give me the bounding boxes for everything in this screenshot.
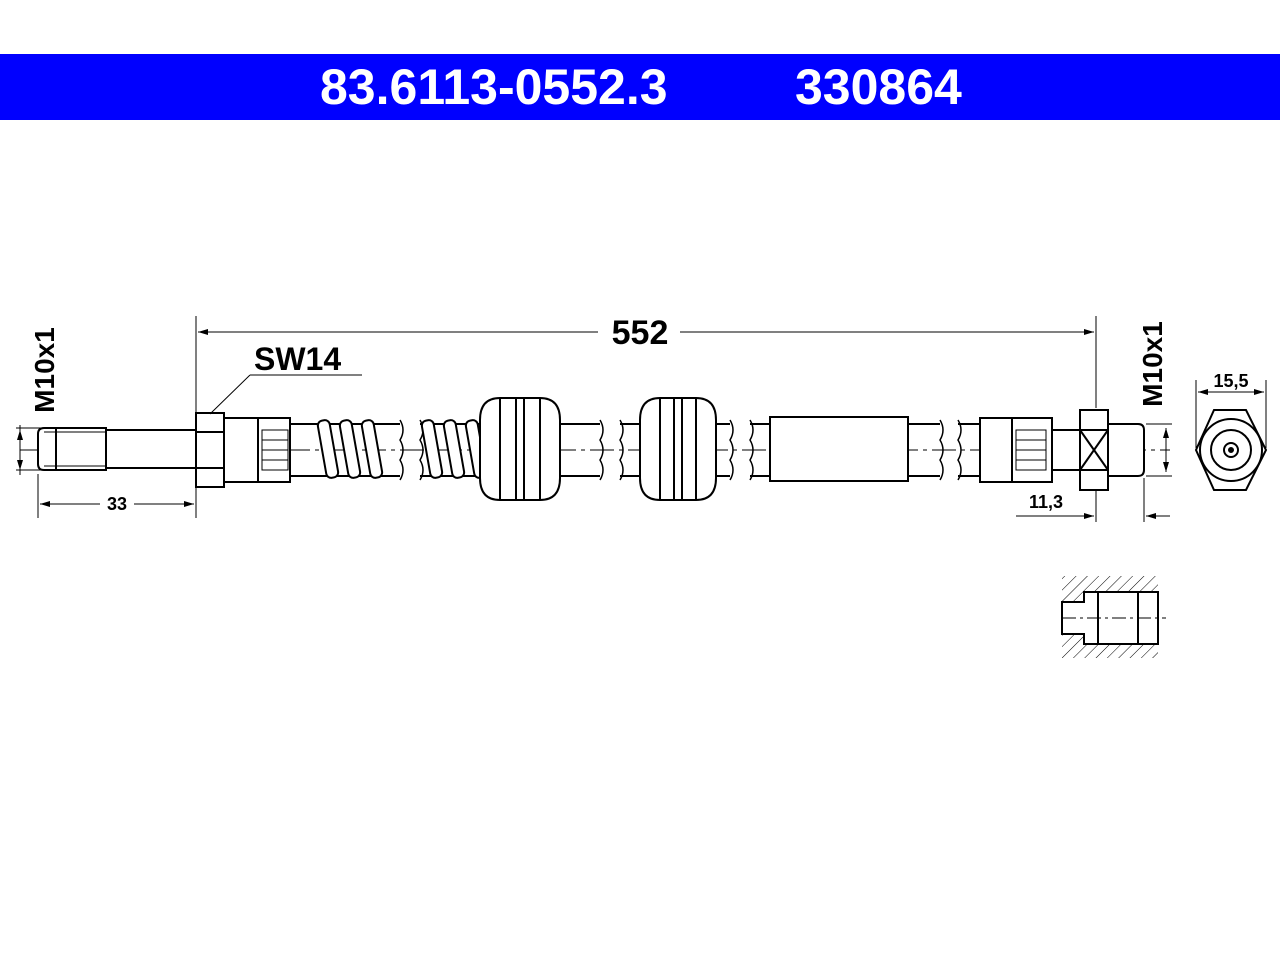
right-thread-label: M10x1	[1137, 321, 1168, 407]
right-fitting-length-label: 11,3	[1029, 492, 1063, 512]
rubber-grommet-1	[479, 397, 561, 501]
part-number: 83.6113-0552.3	[320, 59, 668, 115]
wrench-size-label: SW14	[254, 341, 341, 377]
left-thread-label: M10x1	[29, 327, 60, 413]
dimension-lines	[16, 316, 1267, 522]
left-fitting	[37, 412, 291, 488]
end-view-diameter-label: 15,5	[1213, 371, 1248, 391]
header-bar: 83.6113-0552.3 330864	[0, 54, 1280, 120]
port-section-detail	[1061, 576, 1166, 658]
end-view	[1194, 409, 1268, 491]
rubber-grommet-2	[639, 397, 717, 501]
protective-spring	[316, 419, 488, 479]
left-fitting-length-label: 33	[107, 494, 127, 514]
overall-length-label: 552	[612, 314, 669, 352]
reference-number: 330864	[795, 59, 962, 115]
protective-sleeve	[769, 416, 909, 482]
right-fitting	[979, 409, 1145, 491]
